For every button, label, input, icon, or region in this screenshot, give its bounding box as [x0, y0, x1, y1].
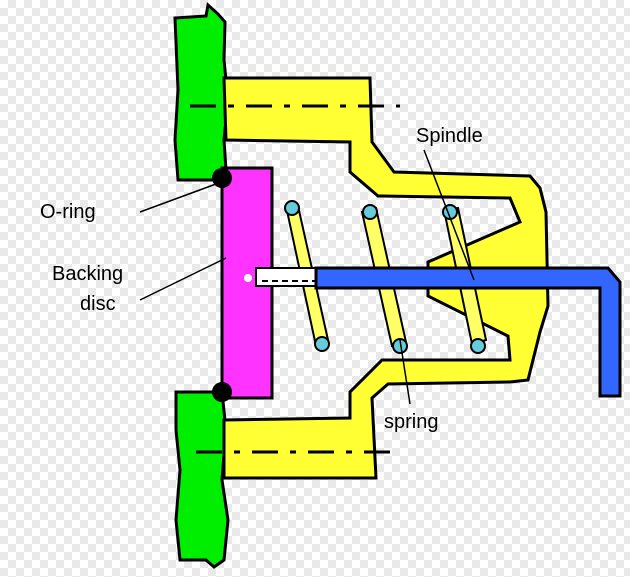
coil-dot — [314, 336, 330, 352]
spindle-rod — [314, 266, 622, 398]
valve-body — [222, 76, 550, 480]
wall-upper — [173, 2, 230, 182]
o-ring-lower — [212, 382, 232, 402]
leader-oring — [139, 183, 217, 213]
o-rings — [212, 168, 232, 402]
wall — [173, 2, 230, 569]
spindle-end-hole — [244, 274, 252, 282]
coil-dot — [392, 338, 408, 354]
label-backing-disc-line1: Backing — [52, 263, 123, 285]
coil-dot — [284, 200, 300, 216]
leader-spindle — [423, 149, 475, 281]
spindle-tip — [255, 267, 321, 287]
o-ring-upper — [212, 168, 232, 188]
mounting-lines — [190, 104, 400, 454]
coil-dots — [284, 200, 486, 354]
spindle — [244, 266, 622, 398]
leader-spring — [399, 339, 411, 405]
coil-dot — [470, 338, 486, 354]
wall-lower — [174, 390, 230, 569]
coil-dot — [362, 204, 378, 220]
label-spindle: Spindle — [416, 125, 483, 147]
label-backing-disc-line2: disc — [80, 293, 116, 315]
leader-backing — [139, 257, 227, 301]
label-o-ring: O-ring — [40, 201, 96, 223]
labels: O-ring Backing disc Spindle spring — [40, 125, 483, 433]
label-spring: spring — [384, 411, 438, 433]
leader-lines — [139, 149, 475, 405]
